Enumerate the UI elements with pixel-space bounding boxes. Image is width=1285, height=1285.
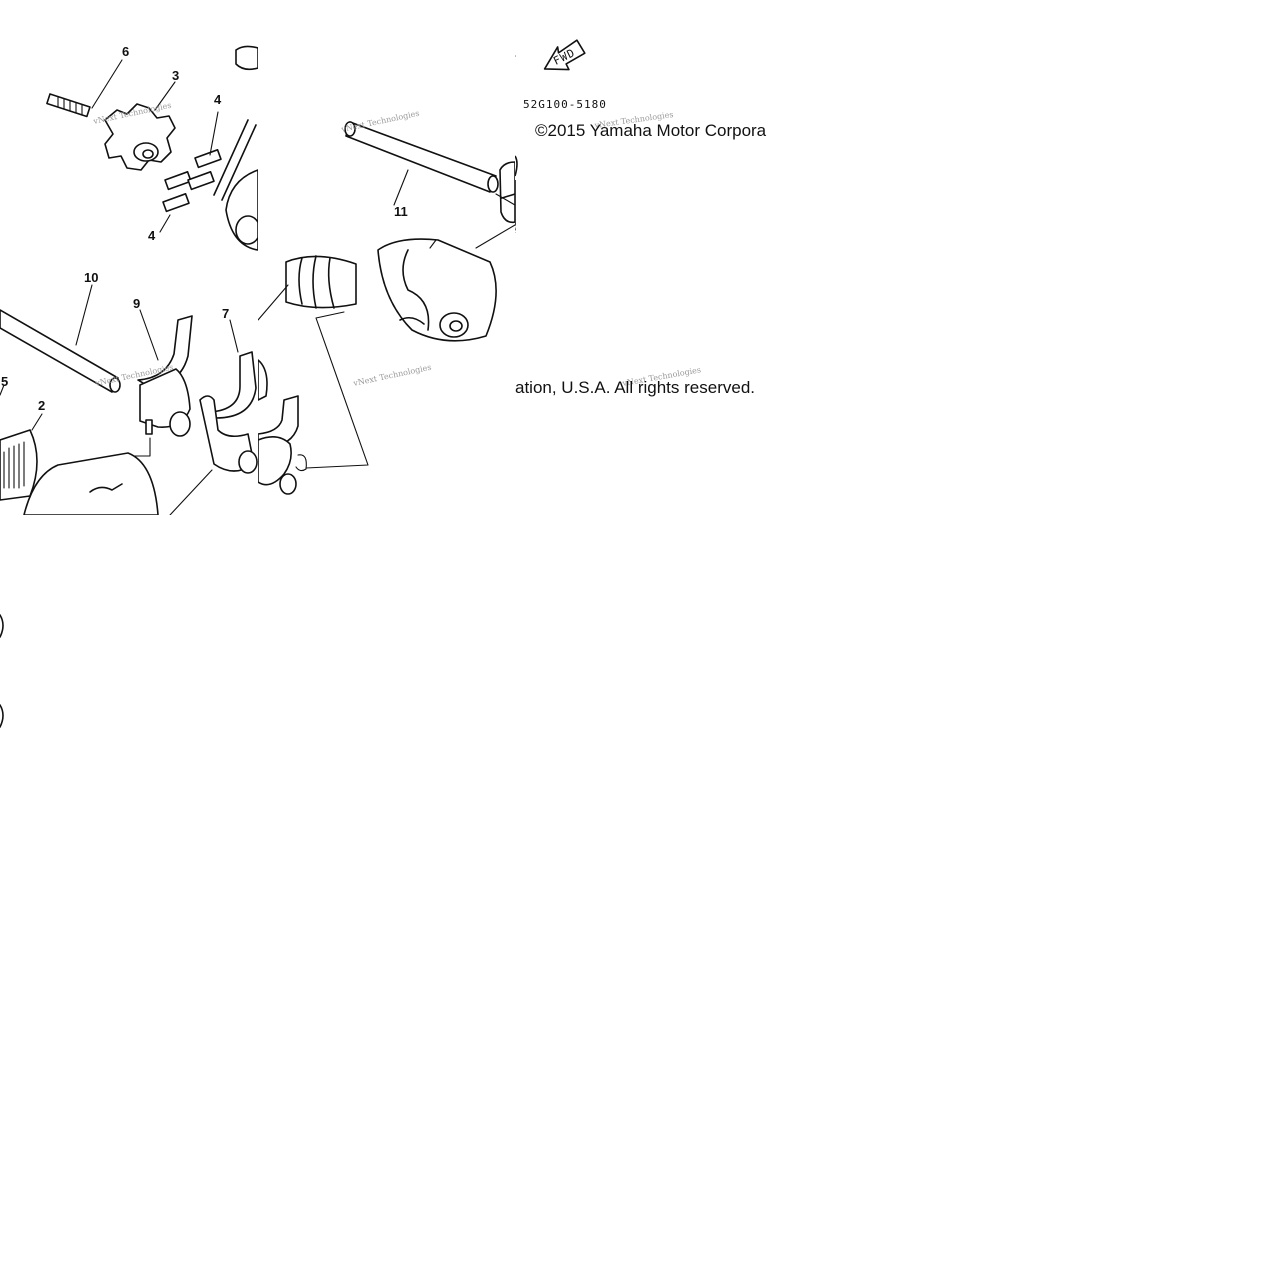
right-parts-drawing: 8 FWD 1 52G100-5180 vNext Technologies v…	[515, 39, 702, 388]
middle-parts-drawing: 11 vNext Technologies vNext Technologies	[258, 109, 515, 495]
leader-3	[154, 81, 176, 111]
fork-shaft-part-10	[0, 309, 121, 393]
leader-2	[31, 413, 43, 431]
leader-4-top	[209, 111, 219, 156]
diagram-tile-lower	[0, 515, 258, 773]
leader-7	[229, 319, 239, 353]
leader-1-drum	[258, 284, 289, 321]
label-10: 10	[84, 270, 98, 285]
dowel-pins-part-4	[162, 119, 257, 213]
label-3: 3	[172, 68, 179, 83]
lower-fragment-drawing	[0, 614, 4, 728]
leader-6	[91, 59, 123, 109]
leader-10	[75, 284, 93, 346]
shift-fork-part-9	[137, 315, 193, 437]
label-2: 2	[38, 398, 45, 413]
fork-shaft-part-11	[344, 121, 499, 193]
leader-11	[393, 169, 409, 206]
leader-9	[139, 309, 159, 361]
label-5: 5	[1, 374, 8, 389]
leader-5	[0, 384, 5, 396]
label-6: 6	[122, 44, 129, 59]
shift-fork-part-8	[499, 161, 515, 224]
copyright-line-2: ation, U.S.A. All rights reserved.	[515, 378, 755, 397]
diagram-tile-right: 8 FWD 1 52G100-5180 vNext Technologies v…	[515, 0, 772, 515]
shift-drum-part-1	[285, 238, 497, 342]
watermark-text: vNext Technologies	[352, 363, 433, 389]
part-code: 52G100-5180	[523, 98, 607, 111]
leader-4-bottom	[159, 214, 171, 233]
label-4-bottom: 4	[148, 228, 156, 243]
diagram-tile-left: 6 3 4 4 10 9 7 5 2 vNext Technologies vN…	[0, 0, 258, 515]
label-11: 11	[394, 204, 408, 219]
label-7: 7	[222, 306, 229, 321]
shift-fork-part-7	[199, 351, 258, 474]
forward-arrow-icon: FWD	[543, 39, 586, 71]
label-4-top: 4	[214, 92, 222, 107]
watermark-text: vNext Technologies	[340, 109, 421, 135]
diagram-tile-middle: 11 vNext Technologies vNext Technologies	[258, 0, 515, 515]
left-parts-drawing: 6 3 4 4 10 9 7 5 2 vNext Technologies vN…	[0, 44, 258, 515]
leader-8	[475, 224, 515, 249]
label-9: 9	[133, 296, 140, 311]
bolt-part-6	[46, 93, 91, 118]
copyright-line-1: ©2015 Yamaha Motor Corpora	[535, 121, 767, 140]
needle-bearing-part-2	[0, 429, 38, 501]
shift-cam-part-3	[104, 103, 176, 171]
